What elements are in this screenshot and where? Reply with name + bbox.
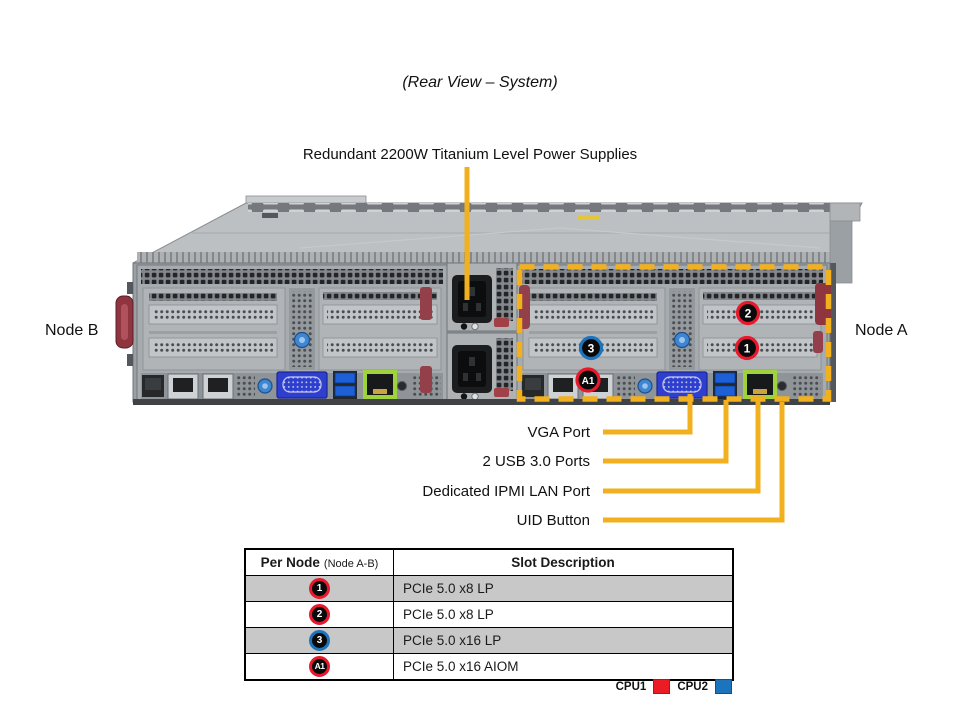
node-a-rear-panel: [516, 264, 828, 403]
label-sticker: [578, 215, 600, 220]
top-slit: [262, 213, 278, 218]
cpu2-label: CPU2: [677, 680, 708, 693]
table-row: A1 PCIe 5.0 x16 AIOM: [244, 653, 734, 681]
svg-text:1: 1: [744, 342, 751, 356]
cpu1-color-swatch: [653, 679, 671, 694]
table-row: 2 PCIe 5.0 x8 LP: [244, 601, 734, 628]
table-row: 3 PCIe 5.0 x16 LP: [244, 627, 734, 654]
per-node-sub-label: (Node A-B): [323, 558, 379, 570]
slot-badges: 2 1 3 A1: [575, 300, 761, 393]
usb-ports-label: 2 USB 3.0 Ports: [482, 453, 590, 470]
table-header-row: Per Node(Node A-B) Slot Description: [244, 548, 734, 576]
callout-lines: [464, 167, 785, 523]
slot-description: PCIe 5.0 x16 AIOM: [403, 659, 519, 674]
slot-badge-2: 2: [735, 300, 761, 326]
cpu1-label: CPU1: [615, 680, 647, 693]
top-edge-hatch: [137, 252, 830, 263]
table-header-per-node: Per Node(Node A-B): [244, 548, 394, 576]
chassis-top-face: [132, 195, 863, 264]
table-badge-a1: A1: [309, 656, 330, 677]
svg-text:3: 3: [588, 342, 595, 356]
cpu-legend: CPU1 CPU2: [616, 679, 732, 694]
vga-callout-line: [603, 394, 693, 435]
slot-description: PCIe 5.0 x16 LP: [403, 633, 502, 648]
rail-bracket: [245, 195, 367, 204]
node-a-label: Node A: [855, 322, 908, 339]
slot-badge-a1: A1: [575, 367, 601, 393]
slot-description-table: Per Node(Node A-B) Slot Description 1 PC…: [244, 548, 734, 681]
svg-text:2: 2: [745, 307, 752, 321]
power-supply-bottom: [446, 332, 518, 402]
ipmi-lan-port-label: Dedicated IPMI LAN Port: [422, 483, 590, 500]
chassis-bottom-edge: [133, 399, 830, 405]
slot-description: PCIe 5.0 x8 LP: [403, 607, 494, 622]
rear-vent-slots: [248, 203, 860, 212]
node-b-rear-panel: [136, 264, 448, 403]
node-a-boundary-dashed: [516, 264, 832, 402]
page-title: (Rear View – System): [402, 74, 558, 91]
svg-text:A1: A1: [582, 376, 595, 387]
chassis-right-side: [828, 202, 861, 402]
usb-callout-line: [603, 400, 729, 464]
uid-callout-line: [603, 402, 785, 523]
per-node-label: Per Node: [260, 555, 320, 570]
table-badge-3: 3: [309, 630, 330, 651]
power-supply-top: [446, 262, 518, 332]
cpu2-color-swatch: [715, 679, 732, 694]
table-badge-1: 1: [309, 578, 330, 599]
ipmi-callout-line: [603, 400, 761, 494]
slot-badge-3: 3: [578, 335, 604, 361]
table-row: 1 PCIe 5.0 x8 LP: [244, 575, 734, 602]
node-b-label: Node B: [45, 322, 99, 339]
vga-port-label: VGA Port: [527, 424, 590, 441]
psu-callout-label: Redundant 2200W Titanium Level Power Sup…: [302, 146, 638, 163]
uid-button-label: UID Button: [516, 512, 590, 529]
slot-description: PCIe 5.0 x8 LP: [403, 581, 494, 596]
slot-badge-1: 1: [734, 335, 760, 361]
table-badge-2: 2: [309, 604, 330, 625]
table-header-slot-description: Slot Description: [393, 548, 734, 576]
power-supply-bay: [446, 262, 518, 402]
